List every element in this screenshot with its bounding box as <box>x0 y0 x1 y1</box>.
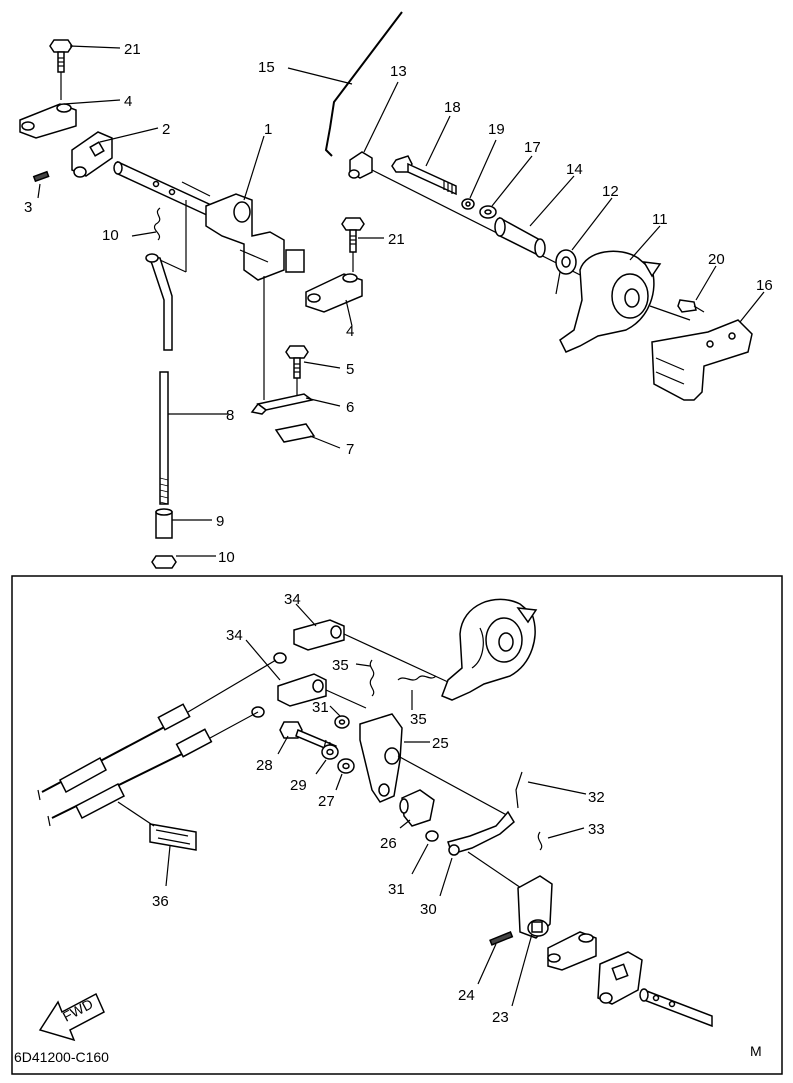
upper-callouts: 21 4 2 3 1 10 21 4 5 6 7 8 9 10 15 13 18 <box>24 41 773 566</box>
corner-mark: M <box>750 1043 762 1059</box>
rod-9 <box>145 253 173 505</box>
lever-2 <box>71 131 113 178</box>
lever-lower <box>597 951 643 1005</box>
clip-35-a <box>369 659 375 697</box>
bolt-20 <box>391 155 457 196</box>
label-4-middle: 4 <box>346 323 354 340</box>
label-35-b: 35 <box>410 711 427 728</box>
lower-assembly: FWD <box>37 598 713 1042</box>
label-26: 26 <box>380 835 397 852</box>
label-31-lower: 31 <box>388 881 405 898</box>
clamp-4-middle <box>305 273 363 313</box>
bolt-5-top <box>49 39 73 100</box>
rod-17 <box>324 11 403 157</box>
control-cables <box>37 659 277 827</box>
clamp-lower <box>547 931 597 971</box>
label-11: 10 <box>218 549 235 566</box>
label-plate-36 <box>117 801 197 851</box>
label-13: 11 <box>652 211 668 228</box>
label-31-upper: 31 <box>312 699 329 716</box>
lower-callouts: 34 34 35 35 31 25 28 29 27 26 32 33 31 3… <box>152 591 605 1026</box>
clip-12 <box>154 207 161 241</box>
label-24: 24 <box>458 987 475 1004</box>
diagram-code: 6D41200-C160 <box>14 1049 109 1065</box>
collar-16 <box>494 216 546 258</box>
label-3: 3 <box>24 199 32 216</box>
label-8: 5 <box>346 361 354 378</box>
label-34-upper: 34 <box>284 591 301 608</box>
label-4-top: 4 <box>124 93 132 110</box>
lever-25 <box>359 713 513 819</box>
label-28: 28 <box>256 757 273 774</box>
label-30: 30 <box>420 901 437 918</box>
label-35-a: 35 <box>332 657 349 674</box>
bushing-26 <box>399 789 435 827</box>
label-25: 25 <box>432 735 449 752</box>
label-5-top: 21 <box>124 41 141 58</box>
shift-lever-1 <box>205 193 305 400</box>
bolt-8 <box>285 345 309 398</box>
washer-27 <box>337 758 355 774</box>
label-15: 13 <box>390 63 407 80</box>
washer-21 <box>461 198 475 210</box>
bolt-22 <box>677 299 705 313</box>
clip-14 <box>555 249 577 295</box>
plate-6 <box>250 393 314 415</box>
label-33: 33 <box>588 821 605 838</box>
label-16: 14 <box>566 161 583 178</box>
label-34-lower: 34 <box>226 627 243 644</box>
shaft-lower <box>639 988 713 1028</box>
nut-10 <box>155 508 173 539</box>
washer-29 <box>321 744 339 760</box>
clamp-4-top <box>19 103 77 139</box>
nut-11 <box>151 555 177 569</box>
label-21: 19 <box>488 121 505 138</box>
clip-33 <box>537 831 543 851</box>
label-12: 10 <box>102 227 119 244</box>
bolt-5-middle <box>341 217 365 272</box>
label-17: 15 <box>258 59 275 76</box>
label-14: 12 <box>602 183 619 200</box>
detail-box <box>11 575 783 1075</box>
cam-13 <box>559 250 691 353</box>
label-29: 29 <box>290 777 307 794</box>
fwd-arrow-icon: FWD <box>38 992 105 1042</box>
cam-detail <box>441 598 538 701</box>
link-30 <box>425 810 525 891</box>
label-32: 32 <box>588 789 605 806</box>
label-5-middle: 21 <box>388 231 405 248</box>
plate-7 <box>274 423 316 443</box>
label-27: 27 <box>318 793 335 810</box>
clip-35-b <box>397 675 437 681</box>
shift-shaft <box>113 160 223 273</box>
label-23: 23 <box>492 1009 509 1026</box>
washer-31-upper <box>334 715 350 729</box>
label-18: 16 <box>756 277 773 294</box>
label-9: 8 <box>226 407 234 424</box>
label-20: 18 <box>444 99 461 116</box>
joint-34-upper <box>293 619 449 683</box>
bracket-18 <box>651 319 753 401</box>
label-36: 36 <box>152 893 169 910</box>
label-10: 9 <box>216 513 224 530</box>
clip-32 <box>515 771 587 809</box>
label-7: 7 <box>346 441 354 458</box>
label-1: 1 <box>264 121 272 138</box>
joint-34-lower <box>251 652 367 718</box>
upper-assembly <box>19 11 753 569</box>
washer-19 <box>479 205 497 219</box>
pin-3 <box>32 170 50 183</box>
label-22: 20 <box>708 251 725 268</box>
label-19: 17 <box>524 139 541 156</box>
lever-23 <box>517 875 553 939</box>
pin-24 <box>489 931 514 946</box>
label-6: 6 <box>346 399 354 416</box>
label-2: 2 <box>162 121 170 138</box>
